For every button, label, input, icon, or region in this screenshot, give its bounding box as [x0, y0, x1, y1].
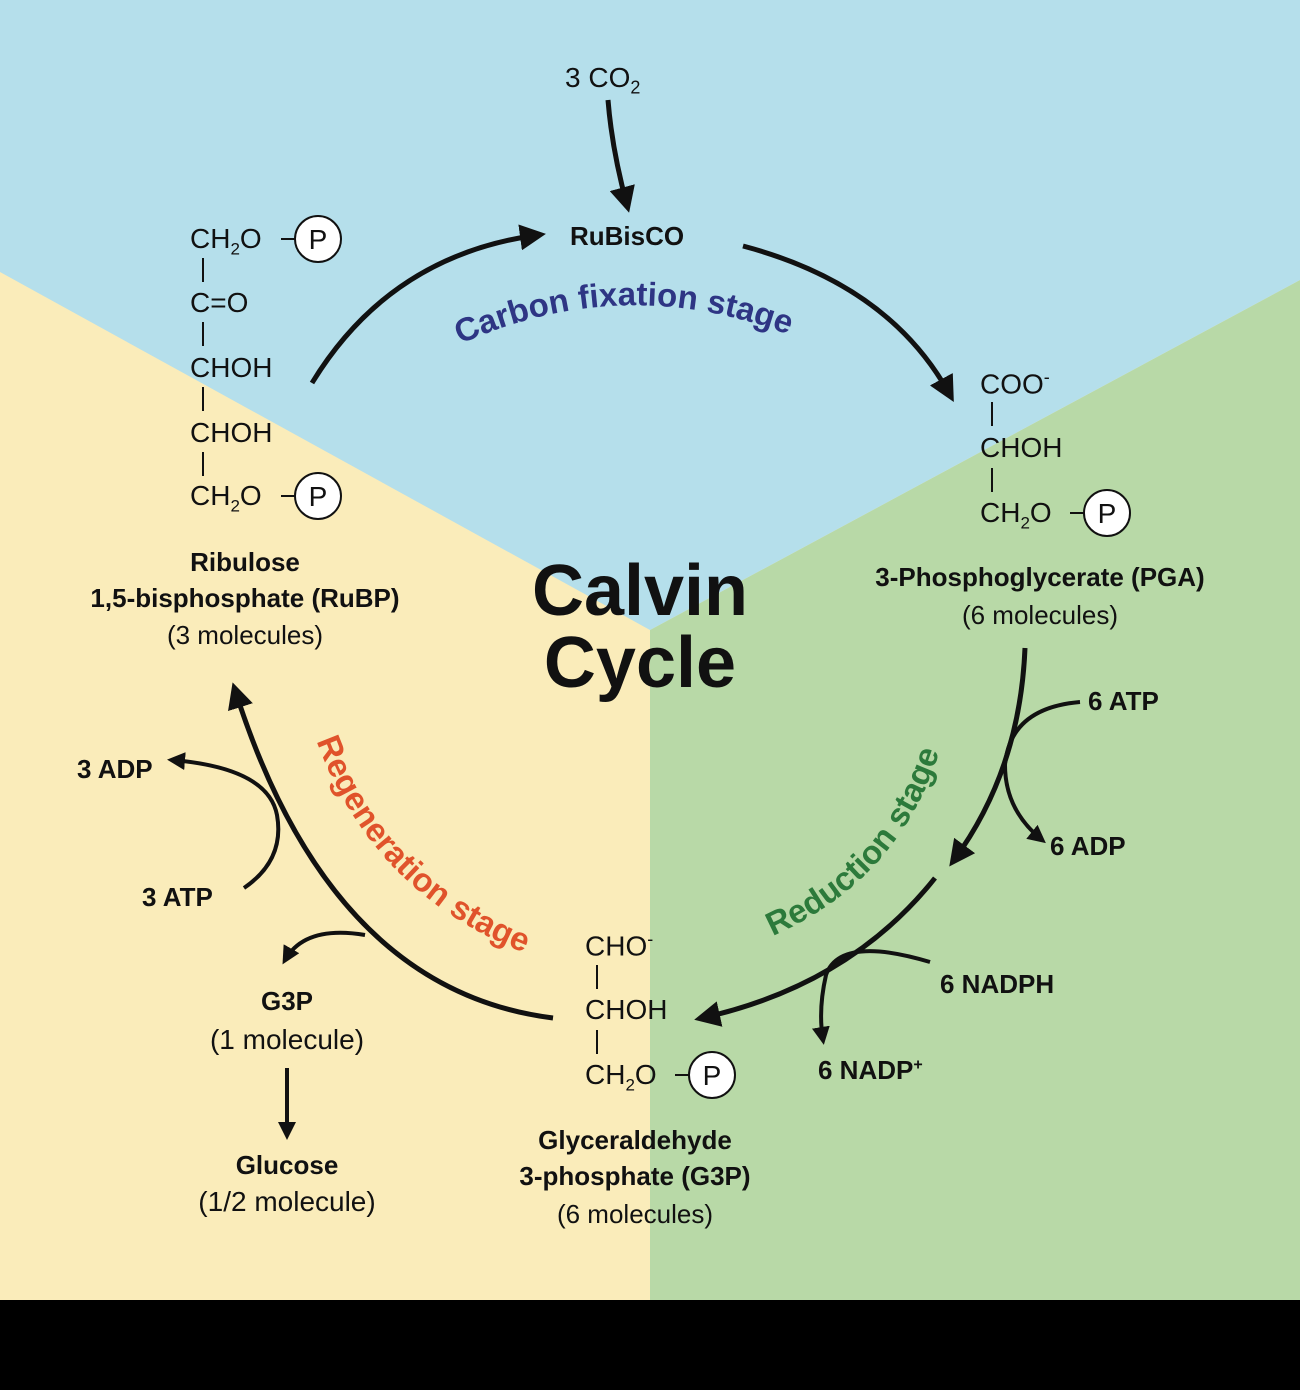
arrow-rubp-to-rubisco: [309, 224, 546, 385]
rubp-line-1: CH2O: [190, 223, 262, 259]
atp-6-label: 6 ATP: [1088, 686, 1159, 716]
adp-3-label: 3 ADP: [77, 754, 153, 784]
pga-line-2: CHOH: [980, 432, 1063, 463]
nadp-6-label: 6 NADP+: [818, 1055, 923, 1085]
rubp-line-2: C=O: [190, 287, 249, 318]
co2-input: 3 CO2: [565, 62, 641, 98]
rubp-line-5: CH2O: [190, 480, 262, 516]
rubp-count: (3 molecules): [166, 620, 324, 650]
arrow-to-g3p-output: [282, 930, 366, 965]
phosphate-group: P: [688, 1051, 736, 1099]
arrow-rubisco-to-pga: [742, 243, 954, 403]
g3p-output-count: (1 molecule): [209, 1024, 365, 1055]
arrow-nadph-to-nadp: [811, 949, 931, 1045]
diagram-title: Calvin Cycle: [531, 551, 749, 703]
adp-6-label: 6 ADP: [1050, 831, 1126, 861]
atp-3-label: 3 ATP: [142, 882, 213, 912]
phosphate-group: P: [1083, 489, 1131, 537]
pga-line-1: COO-: [980, 367, 1050, 400]
rubp-name-2: 1,5-bisphosphate (RuBP): [90, 583, 400, 613]
g3p-output-label: G3P: [260, 986, 314, 1016]
svg-text:P: P: [703, 1060, 722, 1091]
phosphate-group: P: [294, 472, 342, 520]
g3p-name-1: Glyceraldehyde: [538, 1125, 732, 1155]
rubp-line-3: CHOH: [190, 352, 273, 383]
rubisco-enzyme: RuBisCO: [570, 221, 685, 251]
arrow-atp-to-adp: [1002, 700, 1081, 844]
arrow-co2-to-rubisco: [605, 99, 635, 213]
pga-count: (6 molecules): [961, 600, 1119, 630]
svg-text:P: P: [309, 224, 328, 255]
arrow-atp3-to-adp3: [167, 752, 281, 890]
rubp-line-4: CHOH: [190, 417, 273, 448]
reduction-region: [650, 280, 1300, 1300]
arrow-to-g3p: [694, 876, 937, 1027]
g3p-line-3: CH2O: [585, 1059, 657, 1095]
glucose-label: Glucose: [235, 1150, 339, 1180]
diagram-canvas: P P P P Carbon fixation stage Reduction …: [0, 0, 1300, 1300]
footer-bar: [0, 1300, 1300, 1390]
rubp-name-1: Ribulose: [190, 547, 300, 577]
svg-text:P: P: [309, 481, 328, 512]
g3p-line-1: CHO-: [585, 929, 654, 962]
glucose-count: (1/2 molecule): [198, 1186, 376, 1217]
pga-name: 3-Phosphoglycerate (PGA): [875, 562, 1205, 592]
fixation-region: [0, 0, 1300, 630]
g3p-line-2: CHOH: [585, 994, 668, 1025]
g3p-count: (6 molecules): [556, 1199, 714, 1229]
g3p-name-2: 3-phosphate (G3P): [519, 1161, 751, 1191]
pga-line-3: CH2O: [980, 497, 1052, 533]
calvin-cycle-diagram: P P P P Carbon fixation stage Reduction …: [0, 0, 1300, 1300]
svg-text:P: P: [1098, 498, 1117, 529]
nadph-6-label: 6 NADPH: [940, 969, 1055, 999]
arrow-g3p-to-rubp: [228, 682, 554, 1021]
phosphate-group: P: [294, 215, 342, 263]
